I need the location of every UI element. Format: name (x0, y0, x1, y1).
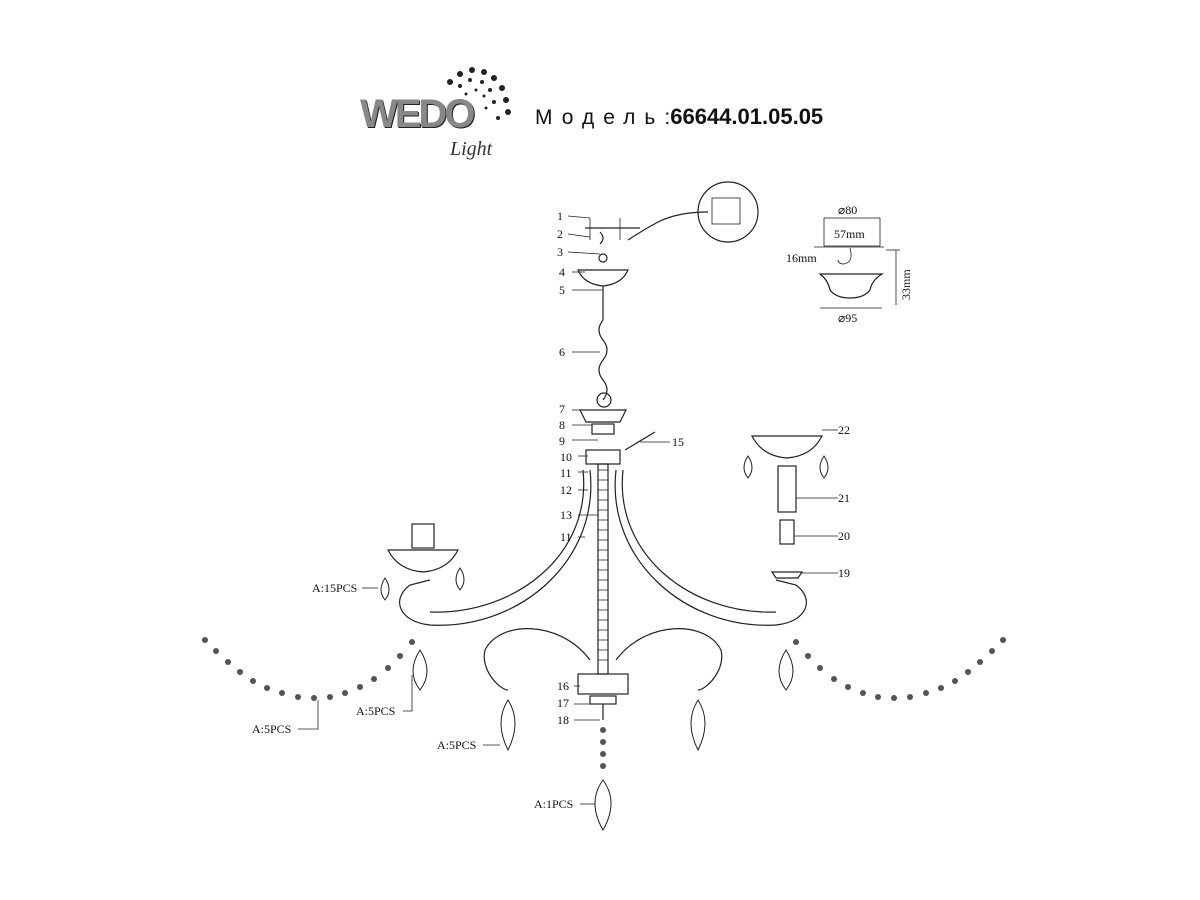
svg-text:15: 15 (672, 435, 684, 449)
svg-text:20: 20 (838, 529, 850, 543)
svg-text:16: 16 (557, 679, 569, 693)
svg-text:9: 9 (559, 434, 565, 448)
logo-swirl-icon (447, 67, 511, 120)
svg-text:19: 19 (838, 566, 850, 580)
svg-text:16mm: 16mm (786, 251, 817, 265)
svg-text:1: 1 (557, 209, 563, 223)
svg-text:33mm: 33mm (899, 269, 913, 300)
svg-text:13: 13 (560, 508, 572, 522)
svg-text:5: 5 (559, 283, 565, 297)
svg-text:57mm: 57mm (834, 227, 865, 241)
svg-text:22: 22 (838, 423, 850, 437)
svg-text:8: 8 (559, 418, 565, 432)
svg-text:A:5PCS: A:5PCS (437, 738, 476, 752)
svg-text:2: 2 (557, 227, 563, 241)
svg-text:18: 18 (557, 713, 569, 727)
svg-text:A:5PCS: A:5PCS (252, 722, 291, 736)
svg-text:⌀95: ⌀95 (838, 311, 857, 325)
svg-text:7: 7 (559, 402, 565, 416)
svg-text:⌀80: ⌀80 (838, 203, 857, 217)
part-labels: 1 2 3 4 5 6 7 8 9 10 11 12 13 11 15 22 2… (557, 209, 850, 727)
crystal-callouts: A:15PCS A:5PCS A:5PCS A:5PCS A:1PCS (252, 581, 595, 811)
brand-logo-sub: Light (450, 138, 493, 160)
svg-text:6: 6 (559, 345, 565, 359)
canopy-detail: ⌀80 57mm 16mm 33mm ⌀95 (786, 203, 913, 325)
svg-text:21: 21 (838, 491, 850, 505)
svg-text:A:1PCS: A:1PCS (534, 797, 573, 811)
svg-text:A:15PCS: A:15PCS (312, 581, 357, 595)
svg-text:11: 11 (560, 466, 572, 480)
svg-text:11: 11 (560, 530, 572, 544)
center-body (577, 409, 656, 720)
brand-logo: WEDO (360, 92, 475, 136)
crystals (202, 455, 1006, 832)
ceiling-mount (577, 181, 759, 287)
header: WEDO Light Модель:66644.01.05.05 (360, 62, 840, 162)
svg-text:4: 4 (559, 265, 565, 279)
model-label: Модель:66644.01.05.05 (535, 104, 824, 129)
svg-text:3: 3 (557, 245, 563, 259)
svg-text:17: 17 (557, 696, 569, 710)
candle-cups (387, 435, 823, 579)
svg-text:A:5PCS: A:5PCS (356, 704, 395, 718)
svg-text:12: 12 (560, 483, 572, 497)
model-number: 66644.01.05.05 (670, 104, 824, 129)
chain (596, 286, 612, 408)
arms (399, 469, 807, 691)
svg-text:10: 10 (560, 450, 572, 464)
